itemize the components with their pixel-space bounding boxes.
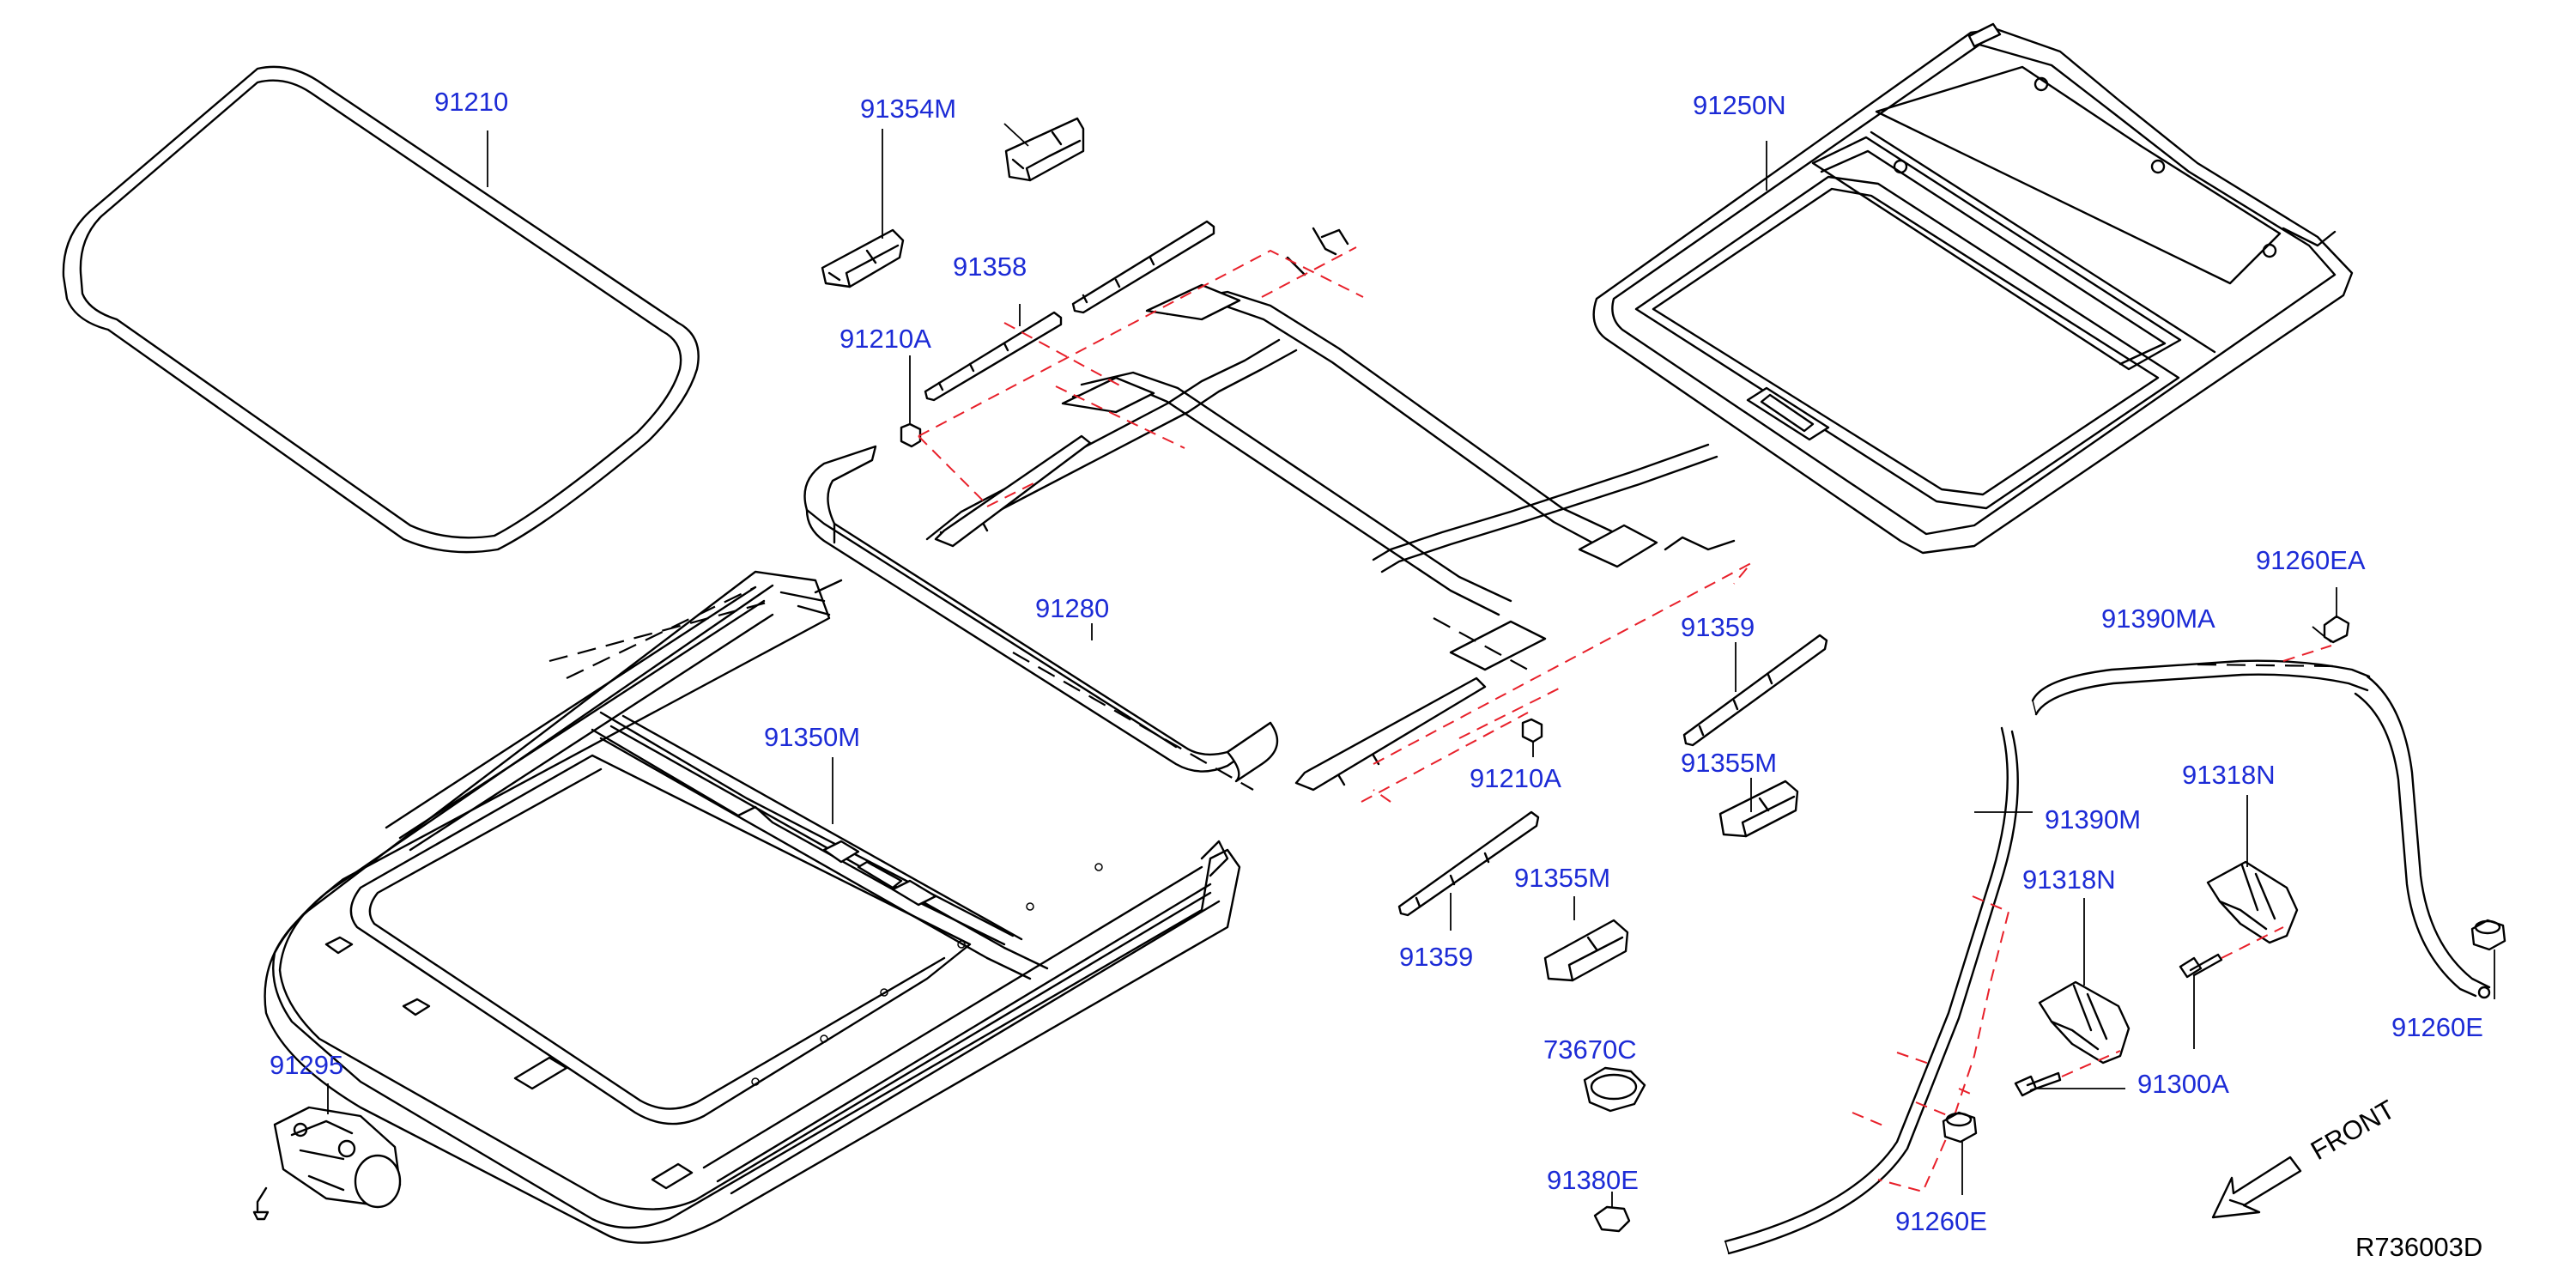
part-91355M-bracket-mid [1543,919,1629,982]
front-label: FRONT [2306,1094,2400,1166]
label-91390MA: 91390MA [2101,604,2215,634]
part-91300A-bolts [2014,953,2223,1097]
part-91260E-clip-right [2470,919,2506,951]
label-91355M-right: 91355M [1681,748,1777,778]
part-91359-guide-mid [1397,810,1540,917]
guide-lines-frame [549,586,773,679]
label-91359-mid: 91359 [1399,942,1473,972]
reference-code: R736003D [2355,1232,2482,1262]
part-91280-sunshade [803,227,1736,792]
part-91380E-clip [1593,1205,1631,1233]
label-91390M: 91390M [2045,804,2141,834]
part-91359-guide-right [1682,634,1828,747]
part-91260EA-clip [2323,615,2350,644]
part-91350M-frame [264,570,1241,1244]
label-91295: 91295 [270,1050,343,1080]
part-91210-weatherstrip [62,65,700,554]
label-91359-right: 91359 [1681,612,1755,642]
part-91318N-bracket-mid [2038,980,2131,1065]
label-73670C: 73670C [1543,1034,1637,1065]
label-91380E: 91380E [1547,1165,1639,1195]
label-91210A-top: 91210A [839,324,931,354]
label-91210: 91210 [434,87,508,117]
part-73670C-nut [1583,1066,1646,1113]
part-91210A-nut-mid [1521,718,1543,743]
label-91358: 91358 [953,252,1027,282]
label-91318N-right: 91318N [2182,760,2276,790]
label-91210A-mid: 91210A [1470,763,1561,793]
part-91318N-bracket-right [2206,860,2299,944]
part-91354M-bracket [821,117,1085,288]
part-91390M-hose [1724,726,2019,1255]
label-91300A: 91300A [2137,1069,2229,1099]
guide-lines-bolts [2061,926,2284,1077]
label-91354M: 91354M [860,94,956,124]
label-91350M: 91350M [764,722,860,752]
label-91260EA: 91260EA [2256,545,2366,575]
label-91355M-mid: 91355M [1514,863,1610,893]
part-91250N-headlining [1592,22,2354,555]
label-91260E-right: 91260E [2391,1012,2483,1042]
guide-lines-top [918,246,1752,803]
label-91250N: 91250N [1693,90,1786,120]
label-91260E-bottom: 91260E [1895,1206,1987,1236]
guide-lines-hose [1852,895,2010,1193]
label-91318N-mid: 91318N [2022,864,2116,895]
front-arrow [2211,1156,2302,1219]
label-91280: 91280 [1035,593,1109,623]
part-91210A-nut-top [900,422,922,448]
part-91295-motor [252,1106,402,1221]
part-91355M-bracket-right [1718,780,1799,838]
part-91260E-clip-bottom [1942,1111,1978,1144]
